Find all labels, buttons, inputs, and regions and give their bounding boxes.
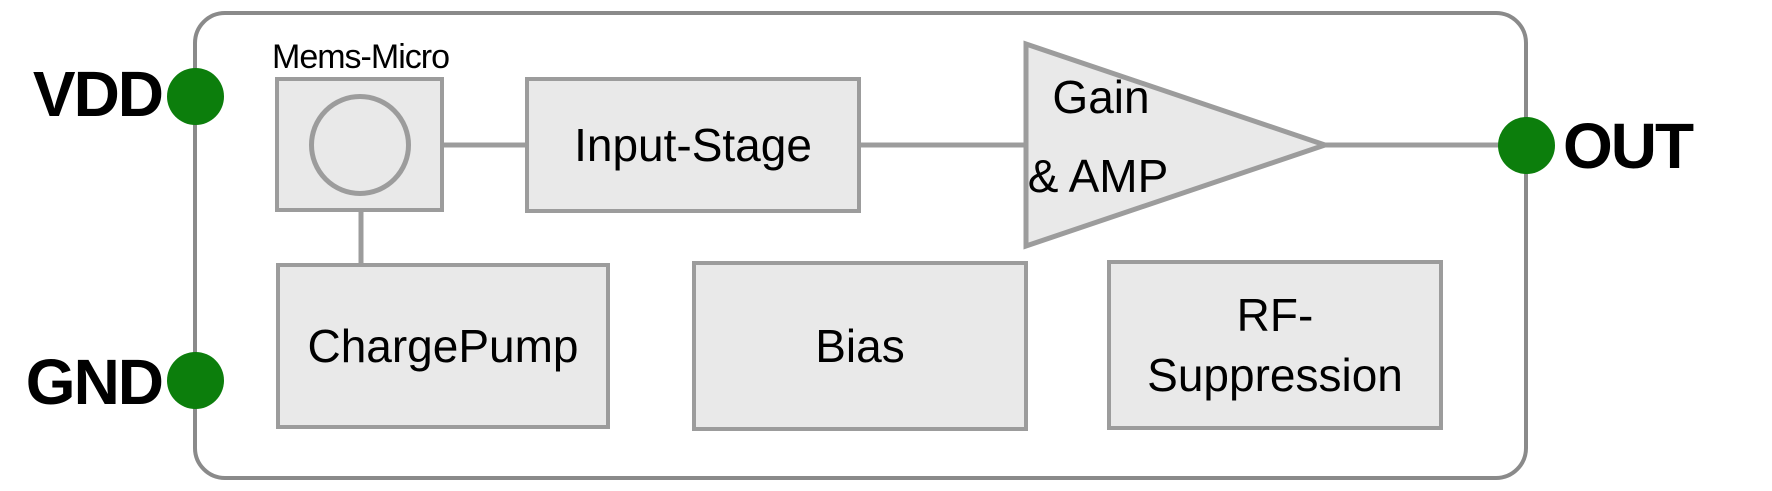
out-port-label: OUT [1563, 110, 1694, 182]
mems-membrane-circle-icon [308, 93, 411, 196]
rf-suppression-label-line2: Suppression [1147, 349, 1403, 401]
chip-outline [193, 11, 1528, 480]
input-stage-label: Input-Stage [574, 119, 812, 171]
amplifier-triangle [1023, 40, 1333, 250]
amplifier-label-line2: & AMP [1027, 150, 1169, 202]
rf-suppression-label-line1: RF- [1236, 289, 1314, 341]
out-port-dot [1498, 117, 1555, 174]
charge-pump-block: ChargePump [276, 263, 610, 429]
amplifier-label-line1: Gain [1052, 71, 1150, 123]
vdd-port-label: VDD [32, 58, 164, 130]
bias-block: Bias [692, 261, 1028, 431]
bias-label: Bias [815, 320, 905, 372]
rf-suppression-block: RF- Suppression [1107, 260, 1443, 430]
mems-micro-caption: Mems-Micro [272, 38, 450, 76]
charge-pump-label: ChargePump [307, 320, 579, 372]
gnd-port-dot [167, 352, 224, 409]
rf-suppression-label: RF- Suppression [1147, 285, 1403, 405]
gnd-port-label: GND [25, 346, 164, 418]
mems-micro-block [275, 77, 444, 212]
vdd-port-dot [167, 68, 224, 125]
input-stage-block: Input-Stage [525, 77, 861, 213]
